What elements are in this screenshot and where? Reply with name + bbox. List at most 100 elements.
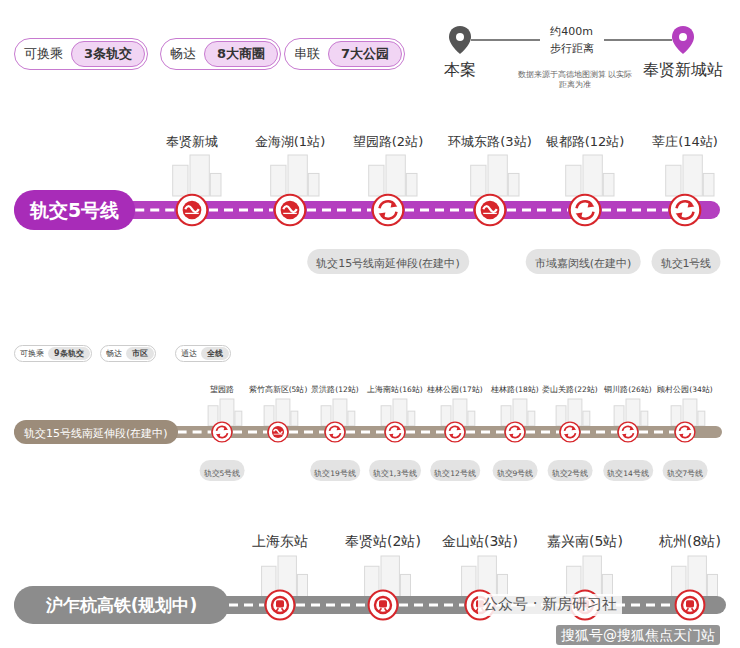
station-name: 铜川路(26站) — [604, 385, 651, 395]
building-sketch — [408, 411, 415, 426]
station-node: 桂林公园(17站) — [444, 421, 466, 443]
station-icon — [674, 421, 696, 443]
station-icon — [668, 193, 702, 227]
building-sketch — [386, 155, 405, 196]
building-sketch — [707, 574, 717, 597]
station-icon — [371, 193, 405, 227]
station-node: 紫竹高新区(5站) — [267, 421, 289, 443]
station-icon — [473, 193, 507, 227]
transfer-text: 轨交1号线 — [661, 257, 712, 270]
track-dash — [602, 209, 668, 212]
building-sketch — [369, 165, 384, 196]
transfer-tag: 轨交9号线 — [493, 460, 538, 481]
watermark: 公众号 · 新房研习社 — [478, 594, 622, 616]
station-name: 景洪路(12站) — [311, 385, 358, 395]
track-dash — [296, 604, 367, 607]
transfer-text: 轨交19号线 — [314, 469, 356, 478]
badge-value: 全线 — [201, 347, 229, 360]
track-dash — [399, 604, 464, 607]
transfer-tag: 市域嘉闵线(在建中) — [526, 249, 641, 274]
building-sketch — [468, 411, 475, 426]
transfer-tag: 轨交1,3号线 — [369, 460, 421, 481]
track-dash — [639, 431, 674, 434]
station-node: 望园路 — [211, 421, 233, 443]
station-node: 金海湖(1站) — [273, 193, 307, 227]
station-node: 上海东站 — [264, 589, 296, 621]
track-dash — [581, 431, 617, 434]
building-sketches — [173, 155, 718, 597]
transfer-text: 轨交14号线 — [607, 469, 649, 478]
station-name: 上海南站(16站) — [367, 385, 422, 395]
track-dash — [346, 431, 384, 434]
station-node: 桂林路(18站) — [504, 421, 526, 443]
track-dash — [466, 431, 504, 434]
transfer-tag: 轨交14号线 — [603, 460, 653, 481]
station-name: 桂林路(18站) — [491, 385, 538, 395]
track-dash — [507, 209, 568, 212]
track-dash — [178, 431, 211, 434]
station-name: 桂林公园(17站) — [427, 385, 482, 395]
building-sketch — [583, 155, 602, 196]
station-name: 嘉兴南(5站) — [547, 533, 623, 551]
feature-badge: 可换乘9条轨交 — [14, 345, 92, 362]
building-sketch — [400, 574, 410, 597]
station-node: 奉贤站(2站) — [367, 589, 399, 621]
station-name: 娄山关路(22站) — [542, 385, 597, 395]
building-sketch — [190, 155, 209, 196]
station-icon — [367, 589, 399, 621]
station-name: 望园路(2站) — [353, 133, 423, 151]
building-sketch — [641, 411, 648, 426]
transfer-text: 轨交9号线 — [497, 469, 534, 478]
transfer-text: 轨交1,3号线 — [373, 469, 417, 478]
badge-key: 可换乘 — [24, 45, 63, 63]
pin-icon — [449, 26, 471, 54]
building-sketch — [603, 173, 614, 196]
edge-label: 约400m 步行距离 — [540, 23, 604, 58]
line-name: 沪乍杭高铁(规划中) — [46, 595, 198, 615]
feature-badge: 通达全线 — [175, 345, 231, 362]
badge-value: 3条轨交 — [71, 41, 145, 67]
station-name: 杭州(8站) — [659, 533, 721, 551]
track-dash — [406, 431, 444, 434]
station-icon — [617, 421, 639, 443]
station-node: 环城东路(3站) — [473, 193, 507, 227]
station-name: 奉贤新城 — [166, 133, 218, 151]
building-sketch — [173, 165, 188, 196]
transfer-tag: 轨交19号线 — [310, 460, 360, 481]
track-dash — [135, 209, 175, 212]
badge-key: 可换乘 — [20, 348, 44, 359]
station-icon — [568, 193, 602, 227]
track-dash — [405, 209, 473, 212]
station-node: 上海南站(16站) — [384, 421, 406, 443]
badge-value: 8大商圈 — [204, 41, 278, 67]
watermark: 搜狐号@搜狐焦点天门站 — [556, 625, 720, 645]
station-node: 杭州(8站) — [674, 589, 706, 621]
badge-value: 市区 — [126, 347, 154, 360]
feature-badge: 可换乘 3条轨交 — [14, 38, 148, 70]
pin-icon — [672, 26, 694, 54]
building-sketch — [583, 411, 590, 426]
pin-label: 奉贤新城站 — [643, 60, 723, 81]
station-name: 银都路(12站) — [546, 133, 625, 151]
transfer-text: 轨交2号线 — [552, 469, 589, 478]
station-node: 铜川路(26站) — [617, 421, 639, 443]
building-sketch — [271, 165, 286, 196]
station-node: 顾村公园(34站) — [674, 421, 696, 443]
building-sketch — [703, 173, 714, 196]
building-sketch — [666, 165, 681, 196]
station-icon — [175, 193, 209, 227]
location-pin: 奉贤新城站 — [672, 26, 694, 54]
transfer-tag: 轨交2号线 — [548, 460, 593, 481]
track-dash — [229, 604, 264, 607]
badge-key: 通达 — [181, 348, 197, 359]
station-name: 奉贤站(2站) — [345, 533, 421, 551]
feature-badge: 畅达8大商圈 — [160, 38, 281, 70]
badge-key: 串联 — [294, 45, 320, 63]
building-sketch — [528, 411, 535, 426]
station-name: 上海东站 — [252, 533, 308, 551]
badge-key: 畅达 — [106, 348, 122, 359]
pin-label: 本案 — [444, 60, 476, 81]
